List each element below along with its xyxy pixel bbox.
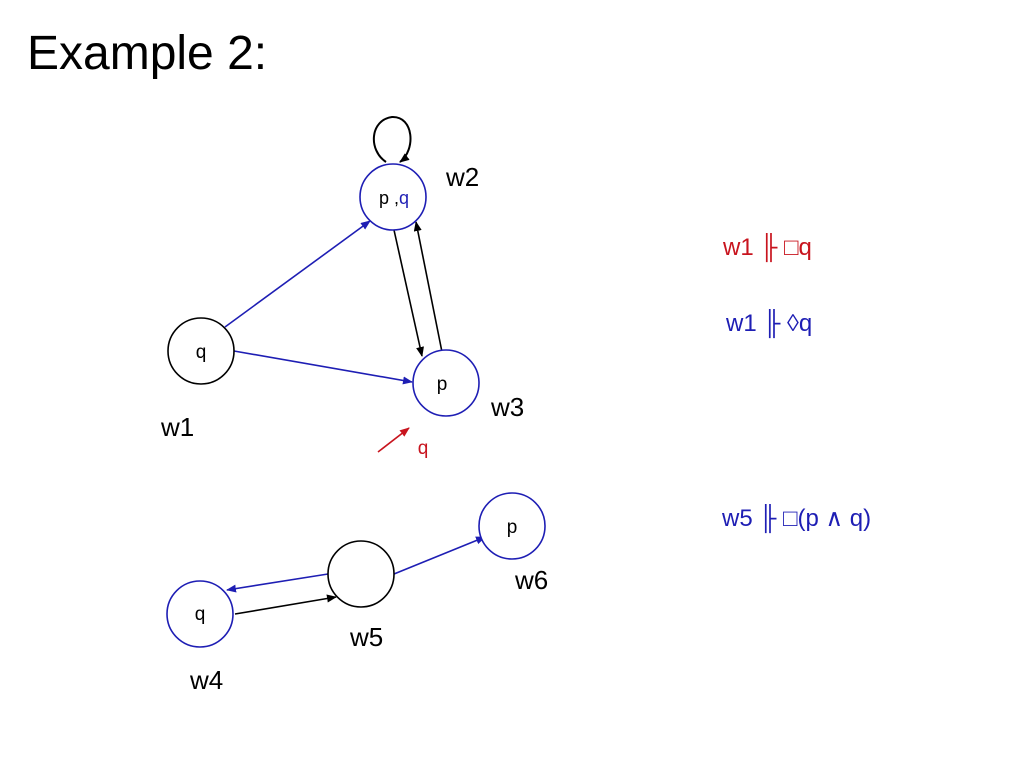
world-w5-node: [327, 540, 395, 608]
w3-props: p: [437, 374, 448, 395]
edge-w1-w3: [233, 350, 413, 385]
w2-prop-p: p ,: [379, 188, 399, 208]
world-w1-node: [167, 317, 235, 385]
world-w3-node: [412, 349, 480, 417]
w2-self-loop: [372, 115, 412, 163]
w4-props: q: [195, 604, 206, 625]
edge-w4-w5: [234, 594, 337, 615]
w5-label: w5: [350, 622, 384, 652]
w3-external-label: q: [418, 438, 429, 459]
w2-props: p ,q: [379, 188, 409, 208]
w2-label: w2: [446, 162, 480, 192]
edge-w5-w6: [393, 536, 486, 575]
world-w2-node: [359, 163, 427, 231]
edge-w1-w2: [224, 220, 371, 328]
w6-props: p: [507, 517, 518, 538]
formula-box-p-and-q: w5 ╟ □(p ∧ q): [722, 505, 872, 532]
edge-w5-w4: [226, 573, 329, 593]
w1-props: q: [196, 342, 207, 363]
edge-w2-w3: [393, 229, 424, 357]
w4-label: w4: [190, 665, 224, 695]
formula-box-q: w1 ╟ □q: [723, 234, 812, 261]
w3-label: w3: [491, 392, 525, 422]
w6-label: w6: [515, 565, 549, 595]
formula-diamond-q: w1 ╟ ◊q: [726, 310, 813, 337]
w1-label: w1: [161, 412, 195, 442]
red-arrow: [377, 427, 410, 453]
w2-prop-q: q: [399, 188, 409, 208]
world-w6-node: [478, 492, 546, 560]
edge-w3-w2: [413, 221, 443, 353]
slide-title: Example 2:: [27, 27, 268, 80]
world-w4-node: [166, 580, 234, 648]
